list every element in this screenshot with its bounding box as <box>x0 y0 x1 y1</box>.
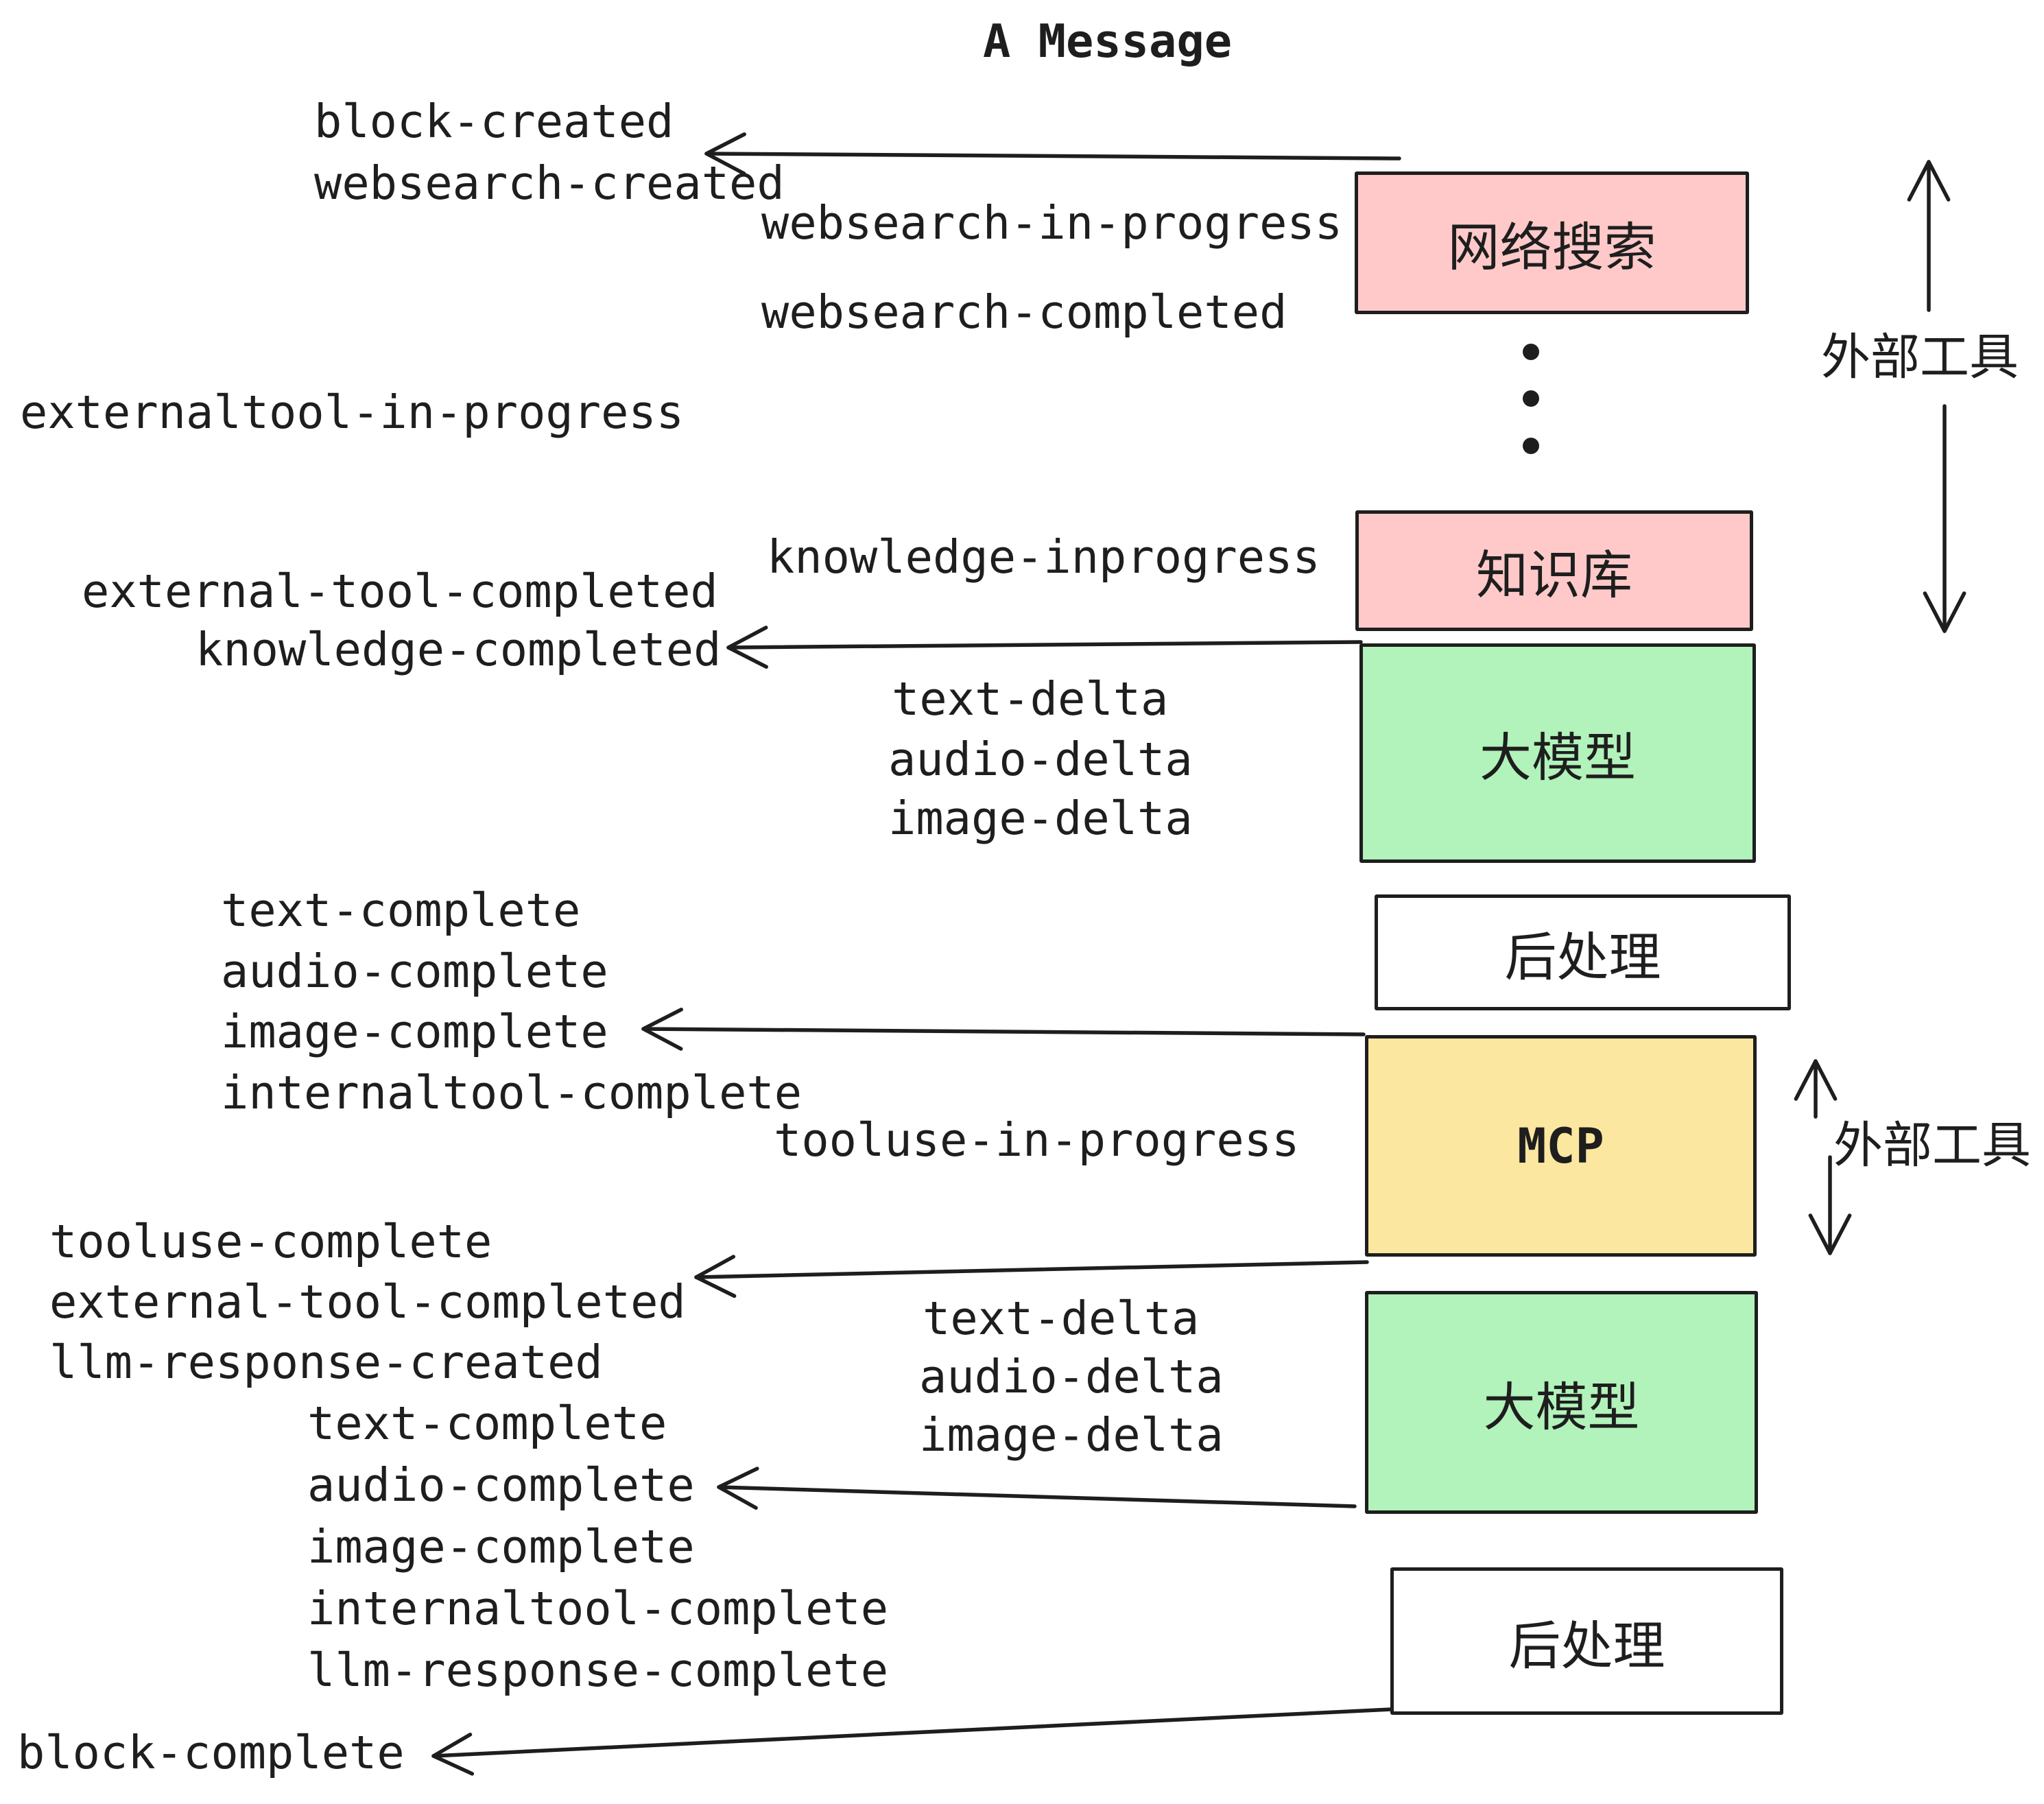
arrow-left-5-shaft <box>717 1485 1357 1508</box>
arrow-left-3-head <box>641 1008 683 1051</box>
box-postprocess-1-label: 后处理 <box>1504 928 1661 987</box>
box-postprocess-1: 后处理 <box>1375 894 1791 1010</box>
event-label-image-delta-21: image-delta <box>919 1408 1224 1462</box>
event-label-knowledge-completed-7: knowledge-completed <box>195 622 722 676</box>
event-label-external-tool-completed-6: external-tool-completed <box>82 564 718 618</box>
event-label-text-complete-11: text-complete <box>221 883 581 937</box>
arrow-left-5-head <box>717 1467 759 1510</box>
event-label-websearch-created-1: websearch-created <box>314 156 785 210</box>
event-label-audio-delta-9: audio-delta <box>888 732 1193 786</box>
side-label-external-tools-2: 外部工具 <box>1833 1118 2032 1174</box>
event-label-audio-complete-23: audio-complete <box>307 1458 695 1512</box>
side-label-external-tools-1: 外部工具 <box>1821 330 2019 385</box>
arrow-down-4-head <box>1808 1213 1852 1255</box>
arrow-left-2-shaft <box>726 640 1363 650</box>
event-label-tooluse-complete-16: tooluse-complete <box>49 1214 492 1268</box>
event-label-internaltool-complete-14: internaltool-complete <box>221 1065 803 1119</box>
box-knowledge: 知识库 <box>1355 510 1753 631</box>
diagram-title: A Message <box>983 14 1233 68</box>
event-label-block-created-0: block-created <box>314 94 674 148</box>
box-websearch-label: 网络搜索 <box>1447 219 1656 277</box>
event-label-tooluse-in-progress-15: tooluse-in-progress <box>774 1113 1300 1167</box>
event-label-audio-delta-20: audio-delta <box>919 1349 1224 1403</box>
event-label-internaltool-complete-25: internaltool-complete <box>307 1581 889 1635</box>
box-postprocess-2-label: 后处理 <box>1508 1617 1665 1676</box>
event-label-audio-complete-12: audio-complete <box>221 944 608 998</box>
arrow-left-6-shaft <box>431 1707 1393 1758</box>
event-label-external-tool-completed-17: external-tool-completed <box>49 1274 686 1329</box>
event-label-knowledge-inprogress-5: knowledge-inprogress <box>767 530 1320 584</box>
event-label-image-delta-10: image-delta <box>888 791 1193 845</box>
arrow-left-1-shaft <box>704 152 1401 161</box>
box-mcp-label: MCP <box>1517 1117 1604 1174</box>
ellipsis-dot <box>1523 438 1539 454</box>
arrow-up-3-head <box>1794 1059 1838 1101</box>
event-label-image-complete-24: image-complete <box>307 1519 695 1574</box>
ellipsis-dot <box>1523 390 1539 407</box>
arrow-left-3-shaft <box>641 1027 1366 1036</box>
event-label-image-complete-13: image-complete <box>221 1004 608 1058</box>
box-websearch: 网络搜索 <box>1355 171 1749 314</box>
ellipsis-dot <box>1523 344 1539 360</box>
box-llm-2: 大模型 <box>1365 1291 1758 1514</box>
event-label-text-delta-19: text-delta <box>923 1291 1200 1345</box>
box-llm-1-label: 大模型 <box>1479 729 1636 787</box>
event-label-externaltool-in-progress-4: externaltool-in-progress <box>20 385 685 439</box>
event-label-text-delta-8: text-delta <box>892 672 1169 726</box>
arrow-down-2-head <box>1923 591 1966 633</box>
arrow-left-4-shaft <box>694 1260 1369 1279</box>
arrow-up-1-head <box>1907 160 1951 202</box>
box-knowledge-label: 知识库 <box>1476 547 1632 605</box>
event-label-text-complete-22: text-complete <box>307 1396 667 1450</box>
event-label-llm-response-complete-26: llm-response-complete <box>307 1643 889 1697</box>
arrow-left-4-head <box>694 1255 737 1298</box>
event-label-websearch-in-progress-2: websearch-in-progress <box>761 195 1343 250</box>
arrow-left-2-head <box>726 626 768 669</box>
box-llm-1: 大模型 <box>1359 643 1756 863</box>
event-label-llm-response-created-18: llm-response-created <box>49 1335 603 1389</box>
box-postprocess-2: 后处理 <box>1390 1567 1783 1715</box>
box-llm-2-label: 大模型 <box>1483 1378 1640 1437</box>
arrow-left-6-head <box>431 1732 475 1776</box>
event-label-websearch-completed-3: websearch-completed <box>761 285 1287 339</box>
event-label-block-complete-27: block-complete <box>17 1725 405 1779</box>
box-mcp: MCP <box>1365 1035 1757 1257</box>
